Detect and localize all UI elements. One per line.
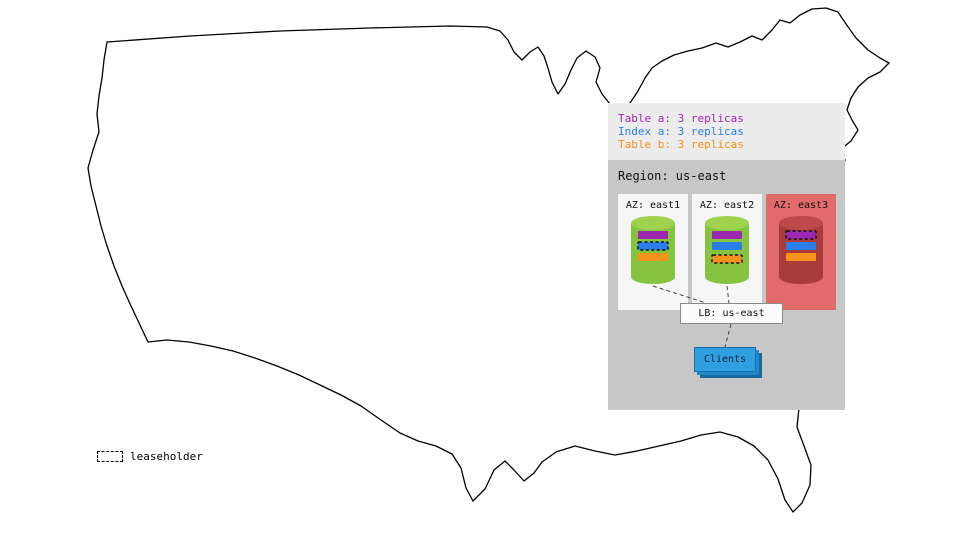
clients-node: Clients bbox=[694, 347, 756, 372]
replica-legend: Table a: 3 replicas Index a: 3 replicas … bbox=[608, 103, 845, 160]
load-balancer: LB: us-east bbox=[680, 303, 783, 324]
replica-bar-index-a bbox=[712, 242, 742, 250]
legend-item-table-a: Table a: 3 replicas bbox=[618, 112, 744, 125]
database-cylinder-down-icon bbox=[779, 216, 823, 284]
replica-bar-index-a bbox=[786, 242, 816, 250]
replica-bar-table-a bbox=[638, 231, 668, 239]
replica-bar-table-b-leaseholder bbox=[711, 254, 743, 264]
legend-item-index-a: Index a: 3 replicas bbox=[618, 125, 744, 138]
leaseholder-swatch-icon bbox=[97, 451, 123, 462]
az-east3-label: AZ: east3 bbox=[773, 200, 829, 211]
replica-bar-index-a-leaseholder bbox=[637, 241, 669, 251]
database-cylinder-icon bbox=[705, 216, 749, 284]
legend-item-table-b: Table b: 3 replicas bbox=[618, 138, 744, 151]
region-title: Region: us-east bbox=[618, 169, 727, 183]
az-east3-down: AZ: east3 bbox=[766, 194, 836, 310]
az-east1: AZ: east1 bbox=[618, 194, 688, 310]
az-east3-node bbox=[766, 215, 836, 285]
az-east2-label: AZ: east2 bbox=[699, 200, 755, 211]
replica-bar-table-b bbox=[638, 253, 668, 261]
replica-bar-table-a-leaseholder bbox=[785, 230, 817, 240]
az-east1-node bbox=[618, 215, 688, 285]
az-east2-node bbox=[692, 215, 762, 285]
database-cylinder-icon bbox=[631, 216, 675, 284]
az-row: AZ: east1 AZ: east2 bbox=[618, 194, 836, 310]
replica-bar-table-b bbox=[786, 253, 816, 261]
az-east1-label: AZ: east1 bbox=[625, 200, 681, 211]
leaseholder-key-label: leaseholder bbox=[130, 450, 203, 463]
az-east2: AZ: east2 bbox=[692, 194, 762, 310]
region-us-east-panel: Region: us-east AZ: east1 AZ: east2 bbox=[608, 160, 845, 410]
leaseholder-key: leaseholder bbox=[97, 450, 203, 463]
replica-bar-table-a bbox=[712, 231, 742, 239]
